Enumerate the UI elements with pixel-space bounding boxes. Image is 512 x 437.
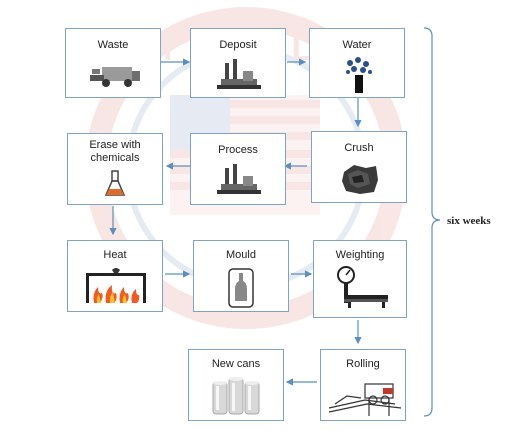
step-label: Water [342, 39, 372, 51]
flask-icon [104, 170, 126, 196]
step-deposit: Deposit [190, 28, 286, 98]
fire-icon [86, 268, 146, 303]
step-label: Crush [344, 142, 374, 154]
crushed-metal-icon [342, 165, 378, 194]
step-label: Process [218, 144, 258, 156]
step-label: Mould [226, 249, 256, 261]
step-weighting: Weighting [313, 240, 407, 318]
step-label: Heat [103, 249, 127, 261]
step-heat: Heat [67, 240, 163, 312]
factory-icon [217, 59, 261, 89]
step-label: Erase with chemicals [89, 139, 141, 164]
step-label: Deposit [219, 39, 257, 51]
step-erase: Erase with chemicals [67, 133, 163, 205]
duration-label: six weeks [447, 215, 491, 227]
duration-brace [423, 27, 441, 417]
scale-icon [337, 266, 388, 308]
step-label: New cans [211, 358, 261, 370]
step-mould: Mould [193, 240, 289, 312]
step-newcans: New cans [188, 349, 284, 421]
rolling-machine-icon [328, 383, 402, 416]
step-rolling: Rolling [320, 349, 406, 421]
step-waste: Waste [65, 28, 161, 98]
step-process: Process [190, 133, 286, 205]
step-label: Rolling [346, 358, 380, 370]
garbage-truck-icon [90, 67, 140, 87]
bottle-mould-icon [228, 268, 254, 308]
step-label: Weighting [335, 249, 385, 261]
factory-icon [217, 164, 261, 194]
step-water: Water [309, 28, 405, 98]
cans-icon [212, 377, 260, 415]
step-crush: Crush [311, 131, 407, 203]
water-spray-icon [346, 57, 372, 93]
step-label: Waste [97, 39, 129, 51]
